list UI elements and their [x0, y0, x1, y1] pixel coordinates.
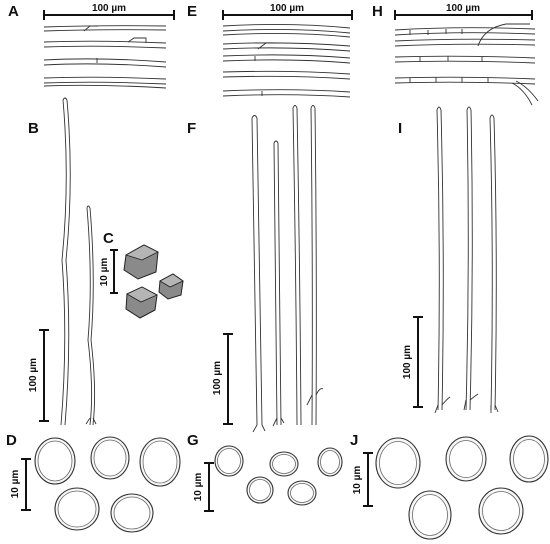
scale-bar-f: 100 µm [212, 333, 233, 425]
panel-label-c: C [103, 230, 114, 247]
scale-text-f: 100 µm [212, 361, 223, 395]
panel-label-b: B [28, 120, 39, 137]
scale-bar-a: 100 µm [43, 3, 175, 20]
hair-group-b [60, 97, 97, 426]
panel-label-e: E [187, 3, 197, 20]
scale-text-b: 100 µm [28, 358, 39, 392]
panel-h: H 100 µm [372, 3, 539, 106]
scale-bar-e: 100 µm [222, 3, 353, 20]
spore-icon [34, 436, 181, 533]
panel-label-i: I [398, 120, 402, 137]
panel-b: B 100 µm [28, 97, 97, 426]
panel-label-f: F [187, 120, 196, 137]
panel-i: I 100 µm [398, 106, 499, 414]
panel-label-h: H [372, 3, 383, 20]
scale-bar-d: 10 µm [10, 458, 31, 511]
hyphae-group-e [222, 23, 351, 98]
scale-bar-c: 10 µm [99, 249, 118, 294]
spore-icon [214, 445, 343, 506]
scale-text-a: 100 µm [92, 3, 126, 14]
scale-text-g: 10 µm [193, 473, 204, 502]
panel-e: E 100 µm [187, 3, 353, 98]
panel-f: F 100 µm [187, 105, 324, 433]
spore-icon [375, 435, 549, 540]
panel-g: G 10 µm [187, 432, 343, 512]
panel-c: C 10 µm [99, 230, 184, 319]
hyphae-group-h [394, 23, 539, 106]
panel-label-g: G [187, 432, 199, 449]
scale-bar-j: 10 µm [352, 452, 373, 507]
panel-j: J 10 µm [350, 432, 549, 540]
scale-bar-b: 100 µm [28, 329, 49, 422]
scale-text-j: 10 µm [352, 466, 363, 495]
panel-d: D 10 µm [6, 432, 181, 533]
hair-group-i [434, 106, 499, 414]
panel-label-a: A [8, 3, 19, 20]
scale-text-i: 100 µm [402, 345, 413, 379]
panel-label-j: J [350, 432, 358, 449]
scale-bar-h: 100 µm [394, 3, 533, 20]
scale-text-c: 10 µm [99, 258, 110, 287]
scale-bar-g: 10 µm [193, 462, 214, 512]
hair-group-f [251, 105, 324, 433]
scale-bar-i: 100 µm [402, 316, 423, 408]
scale-text-e: 100 µm [270, 3, 304, 14]
scale-text-d: 10 µm [10, 470, 21, 499]
hyphae-group-a [43, 25, 167, 89]
scale-text-h: 100 µm [446, 3, 480, 14]
crystal-icon [123, 244, 184, 319]
panel-a: A 100 µm [8, 3, 175, 89]
panel-label-d: D [6, 432, 17, 449]
